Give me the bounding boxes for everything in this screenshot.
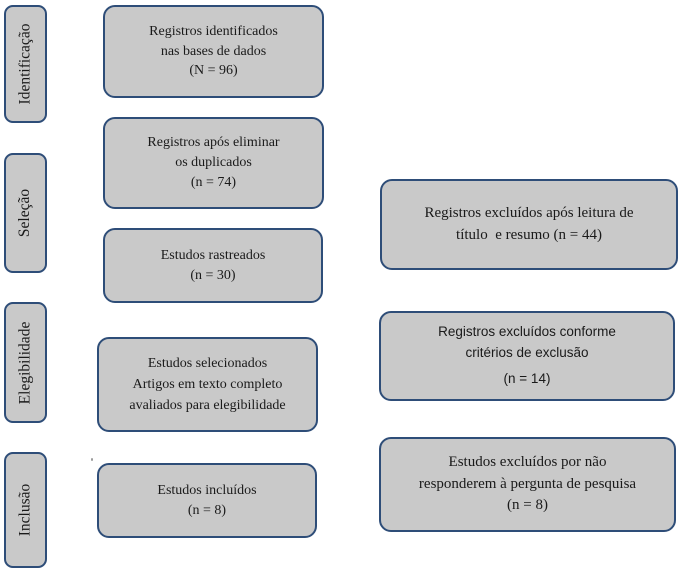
stage-label-identificacao: Identificação — [4, 5, 47, 123]
box-text-line: Registros excluídos conforme — [438, 324, 616, 340]
box-text-line: Registros identificados — [149, 23, 278, 39]
box-text-line: avaliados para elegibilidade — [129, 398, 286, 413]
box-text-line: Estudos rastreados — [160, 247, 266, 263]
box-text-line: (n = 74) — [190, 174, 237, 190]
box-text-line: Registros excluídos após leitura de — [424, 204, 634, 221]
box-text-line: (n = 8) — [507, 497, 548, 514]
stage-label-text: Inclusão — [16, 483, 34, 537]
box-text-line: título e resumo (n = 44) — [456, 226, 602, 243]
stage-label-selecao: Seleção — [4, 153, 47, 273]
box-text-line: Artigos em texto completo — [132, 377, 283, 392]
stage-label-text: Elegibilidade — [16, 321, 34, 404]
exclusion-box-title-abstract: Registros excluídos após leitura de títu… — [380, 179, 678, 270]
box-text-line: critérios de exclusão — [465, 345, 589, 361]
flow-box-included: Estudos incluídos (n = 8) — [97, 463, 317, 538]
flow-box-deduplicated: Registros após eliminar os duplicados (n… — [103, 117, 324, 209]
stray-mark — [91, 458, 93, 461]
box-text-line: (N = 96) — [189, 63, 238, 79]
exclusion-box-criteria: Registros excluídos conforme critérios d… — [379, 311, 675, 401]
stage-label-text: Identificação — [16, 23, 34, 105]
box-text-line: Estudos incluídos — [157, 482, 257, 498]
box-text-line: (n = 30) — [190, 267, 236, 283]
exclusion-box-research-question: Estudos excluídos por não responderem à … — [379, 437, 676, 532]
flow-box-identified: Registros identificados nas bases de dad… — [103, 5, 324, 98]
flow-box-fulltext-assessed: Estudos selecionados Artigos em texto co… — [97, 337, 318, 432]
box-text-line: Estudos selecionados — [147, 356, 268, 371]
flow-box-screened: Estudos rastreados (n = 30) — [103, 228, 323, 303]
box-text-line: Registros após eliminar — [147, 135, 280, 151]
stage-label-text: Seleção — [16, 188, 34, 238]
stage-label-elegibilidade: Elegibilidade — [4, 302, 47, 423]
box-text-line: responderem à pergunta de pesquisa — [418, 475, 637, 492]
box-text-line: Estudos excluídos por não — [448, 453, 607, 470]
stage-label-inclusao: Inclusão — [4, 452, 47, 568]
box-text-line: (n = 14) — [503, 370, 551, 386]
box-text-line: (n = 8) — [187, 502, 227, 518]
box-text-line: os duplicados — [175, 155, 252, 171]
box-text-line: nas bases de dados — [160, 43, 267, 59]
